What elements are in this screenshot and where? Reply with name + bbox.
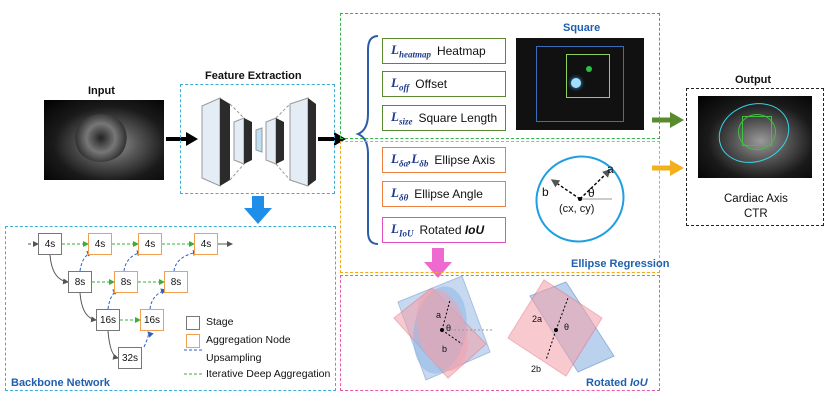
aggregation-node: 4s (138, 233, 162, 255)
angle-loss-symbol: Lδθ (391, 185, 409, 203)
aggregation-node: 16s (140, 309, 164, 331)
heatmap-loss-symbol: Lheatmap (391, 42, 431, 60)
input-ultrasound-image (44, 100, 164, 180)
output-line-cardiac-axis: Cardiac Axis (724, 193, 788, 205)
square-bracket (355, 35, 379, 245)
ellipse-axis-loss-box: Lδa,Lδb Ellipse Axis (382, 147, 506, 173)
output-box (686, 88, 824, 226)
backbone-edges (28, 241, 233, 375)
rotated-iou-title: Rotated IoU (586, 377, 648, 389)
legend-ida-label: Iterative Deep Aggregation (206, 368, 331, 380)
rotated-iou-box (340, 275, 660, 391)
offset-loss-box: Loff Offset (382, 71, 506, 97)
backbone-title: Backbone Network (11, 377, 111, 389)
left-label-theta: θ (446, 323, 452, 333)
square-title: Square (563, 22, 601, 34)
input-title: Input (88, 85, 115, 97)
backbone-network-box (5, 226, 336, 391)
ellipse-regression-title: Ellipse Regression (571, 258, 670, 270)
heatmap-loss-label: Heatmap (436, 44, 486, 58)
stage-node: 4s (38, 233, 62, 255)
rotated-iou-loss-box: LIoU Rotated IoU (382, 217, 506, 243)
legend-upsampling-label: Upsampling (206, 352, 262, 364)
size-loss-label: Square Length (418, 111, 498, 125)
size-loss-symbol: Lsize (391, 109, 413, 127)
legend-aggregation-label: Aggregation Node (206, 334, 291, 346)
axis-loss-symbol: Lδa,Lδb (391, 151, 429, 169)
encoder-decoder-illustration (201, 97, 316, 187)
ellipse-angle-loss-box: Lδθ Ellipse Angle (382, 181, 506, 207)
offset-loss-symbol: Loff (391, 75, 410, 93)
square-length-loss-box: Lsize Square Length (382, 105, 506, 131)
ellipse-angle-label: Ellipse Angle (414, 187, 483, 201)
feature-to-backbone-arrow (244, 196, 272, 224)
aggregation-node: 4s (88, 233, 112, 255)
square-head-box (340, 13, 660, 139)
heatmap-loss-box: Lheatmap Heatmap (382, 38, 506, 64)
ellipse-label-b: b (542, 185, 549, 199)
ellipse-label-center: (cx, cy) (559, 203, 595, 215)
ellipse-to-rotated-iou-arrow (424, 248, 452, 278)
ellipse-label-theta: θ (588, 186, 595, 200)
aggregation-node: 8s (114, 271, 138, 293)
legend-aggregation-swatch (186, 334, 200, 348)
right-label-2a: 2a (532, 314, 543, 324)
ellipse-regression-box (340, 141, 660, 273)
offset-loss-label: Offset (415, 77, 448, 91)
feature-extraction-box (180, 84, 335, 194)
output-ultrasound-image (698, 96, 812, 178)
iou-loss-symbol: LIoU (391, 221, 414, 239)
rotated-iou-right (507, 279, 615, 377)
heatmap-image (516, 38, 644, 130)
feature-extraction-title: Feature Extraction (205, 70, 302, 82)
right-label-2b: 2b (531, 364, 542, 374)
legend-stage-swatch (186, 316, 200, 330)
ellipse-to-output-arrow (652, 160, 684, 176)
rotated-iou-label: Rotated IoU (419, 223, 485, 237)
stage-node: 32s (118, 347, 142, 369)
aggregation-node: 4s (194, 233, 218, 255)
ellipse-geometry-diagram (535, 155, 625, 243)
output-line-ctr: CTR (744, 208, 768, 220)
aggregation-node: 8s (164, 271, 188, 293)
ellipse-axis-label: Ellipse Axis (434, 153, 496, 167)
left-label-b: b (442, 344, 448, 354)
stage-node: 8s (68, 271, 92, 293)
feature-to-heads-arrow (318, 132, 346, 146)
rotated-iou-left (393, 275, 492, 381)
stage-node: 16s (96, 309, 120, 331)
output-title: Output (735, 74, 772, 86)
legend-stage-label: Stage (206, 316, 234, 328)
left-label-a: a (436, 310, 442, 320)
ellipse-label-a: a (607, 162, 614, 176)
input-to-feature-arrow (166, 132, 198, 146)
right-label-theta: θ (564, 322, 570, 332)
square-to-output-arrow (652, 112, 684, 128)
